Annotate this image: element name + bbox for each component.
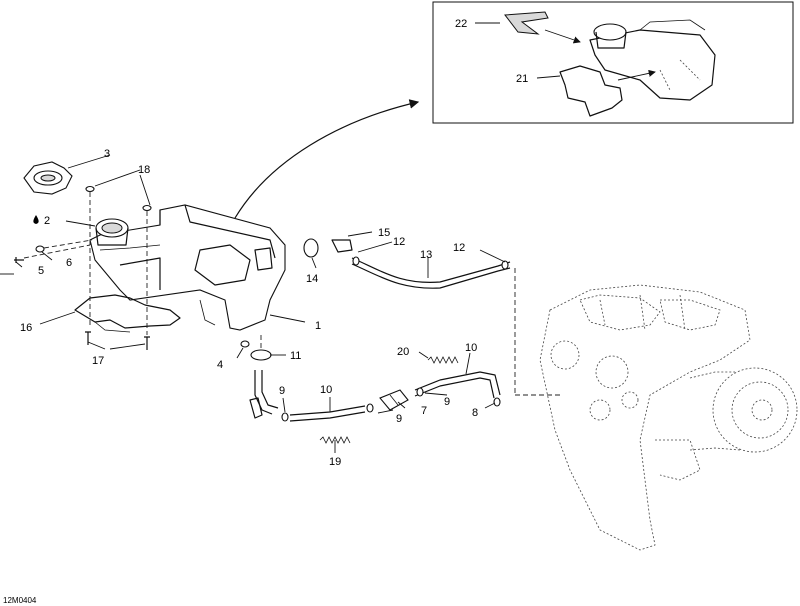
callout-12-b: 12 [453, 242, 465, 254]
callout-16: 16 [20, 322, 32, 334]
callout-10-b: 10 [465, 342, 477, 354]
engine-assembly [539, 284, 798, 551]
inset-detail: 22 21 [432, 1, 794, 124]
callout-19: 19 [329, 456, 341, 468]
callout-6: 6 [66, 257, 72, 269]
callout-18: 18 [138, 164, 150, 176]
callout-3: 3 [104, 148, 110, 160]
callout-14: 14 [306, 273, 318, 285]
tank-cap-3 [23, 161, 73, 195]
lubricant-drop-icon [33, 215, 39, 224]
label-tag-22 [504, 11, 549, 35]
heat-shield-21 [559, 65, 623, 117]
callout-8: 8 [472, 407, 478, 419]
hardware [14, 185, 353, 361]
callout-9-b: 9 [396, 413, 402, 425]
callout-7: 7 [421, 405, 427, 417]
reference-arrow [234, 99, 420, 219]
fuel-tank-1 [74, 204, 286, 333]
callout-2: 2 [44, 215, 50, 227]
callout-17: 17 [92, 355, 104, 367]
shield-16 [74, 294, 181, 329]
callout-10-a: 10 [320, 384, 332, 396]
callout-9-a: 9 [279, 385, 285, 397]
callout-22: 22 [455, 18, 467, 30]
drawing-code: 12M0404 [3, 596, 37, 605]
callout-1: 1 [315, 320, 321, 332]
callout-21: 21 [516, 73, 528, 85]
callout-12-a: 12 [393, 236, 405, 248]
callout-4: 4 [217, 359, 223, 371]
callout-15: 15 [378, 227, 390, 239]
inset-tank [589, 19, 716, 101]
callout-9-c: 9 [444, 396, 450, 408]
callout-5: 5 [38, 265, 44, 277]
callout-20: 20 [397, 346, 409, 358]
leader-lines [0, 154, 506, 453]
callout-13: 13 [420, 249, 432, 261]
callout-11: 11 [290, 350, 301, 362]
